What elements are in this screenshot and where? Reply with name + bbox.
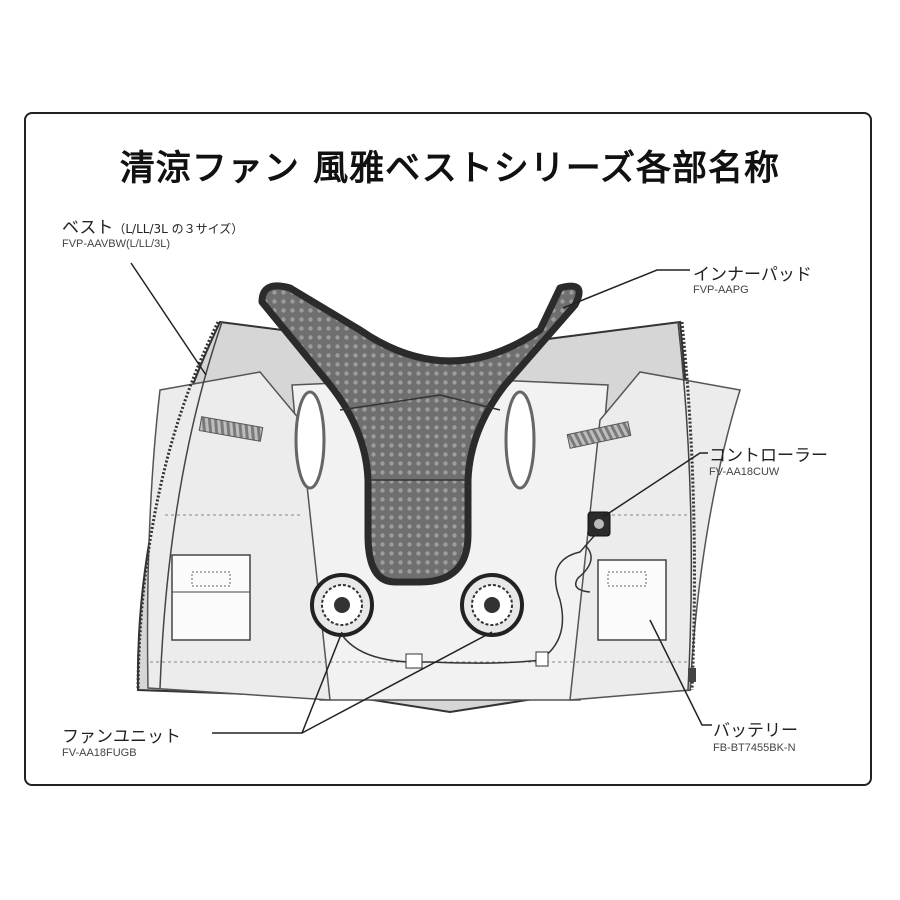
- right-armhole: [504, 390, 536, 490]
- battery-leader: [649, 619, 712, 726]
- diagram-title: 清涼ファン 風雅ベストシリーズ各部名称: [119, 149, 781, 189]
- vest-label: ベスト（L/LL/3L の３サイズ）: [62, 213, 243, 238]
- left-armhole: [294, 390, 326, 490]
- right-velcro-strip: [566, 421, 632, 449]
- diagram-frame: [24, 112, 872, 786]
- controller-code: FV-AA18CUW: [709, 466, 780, 478]
- inner-pad-shape: [258, 282, 583, 586]
- right-zipper: [680, 321, 696, 691]
- controller-label: コントローラー: [709, 446, 828, 466]
- battery-cable: [539, 534, 596, 661]
- battery-code: FB-BT7455BK-N: [713, 742, 796, 754]
- left-zipper: [136, 321, 220, 691]
- battery-pocket: [597, 559, 667, 641]
- controller-leader: [602, 452, 708, 518]
- fan-unit-label: ファンユニット: [62, 727, 181, 747]
- inner-pad-label: インナーパッド: [693, 265, 812, 285]
- fan-leader: [212, 631, 493, 734]
- vest-name: ベスト: [62, 218, 114, 238]
- vest-note: （L/LL/3L の３サイズ）: [113, 222, 244, 236]
- left-pocket: [171, 554, 251, 641]
- right-fan-unit: [460, 573, 524, 637]
- inner-pad-code: FVP-AAPG: [693, 284, 749, 296]
- vest-code: FVP-AAVBW(L/LL/3L): [62, 238, 170, 250]
- left-velcro-strip: [198, 416, 264, 442]
- fan-unit-code: FV-AA18FUGB: [62, 747, 137, 759]
- fan-cable: [341, 634, 541, 664]
- left-fan-unit: [310, 573, 374, 637]
- controller-device: [587, 511, 611, 537]
- vest-leader: [130, 262, 207, 376]
- inner-pad-leader: [562, 269, 690, 309]
- battery-label: バッテリー: [713, 721, 798, 741]
